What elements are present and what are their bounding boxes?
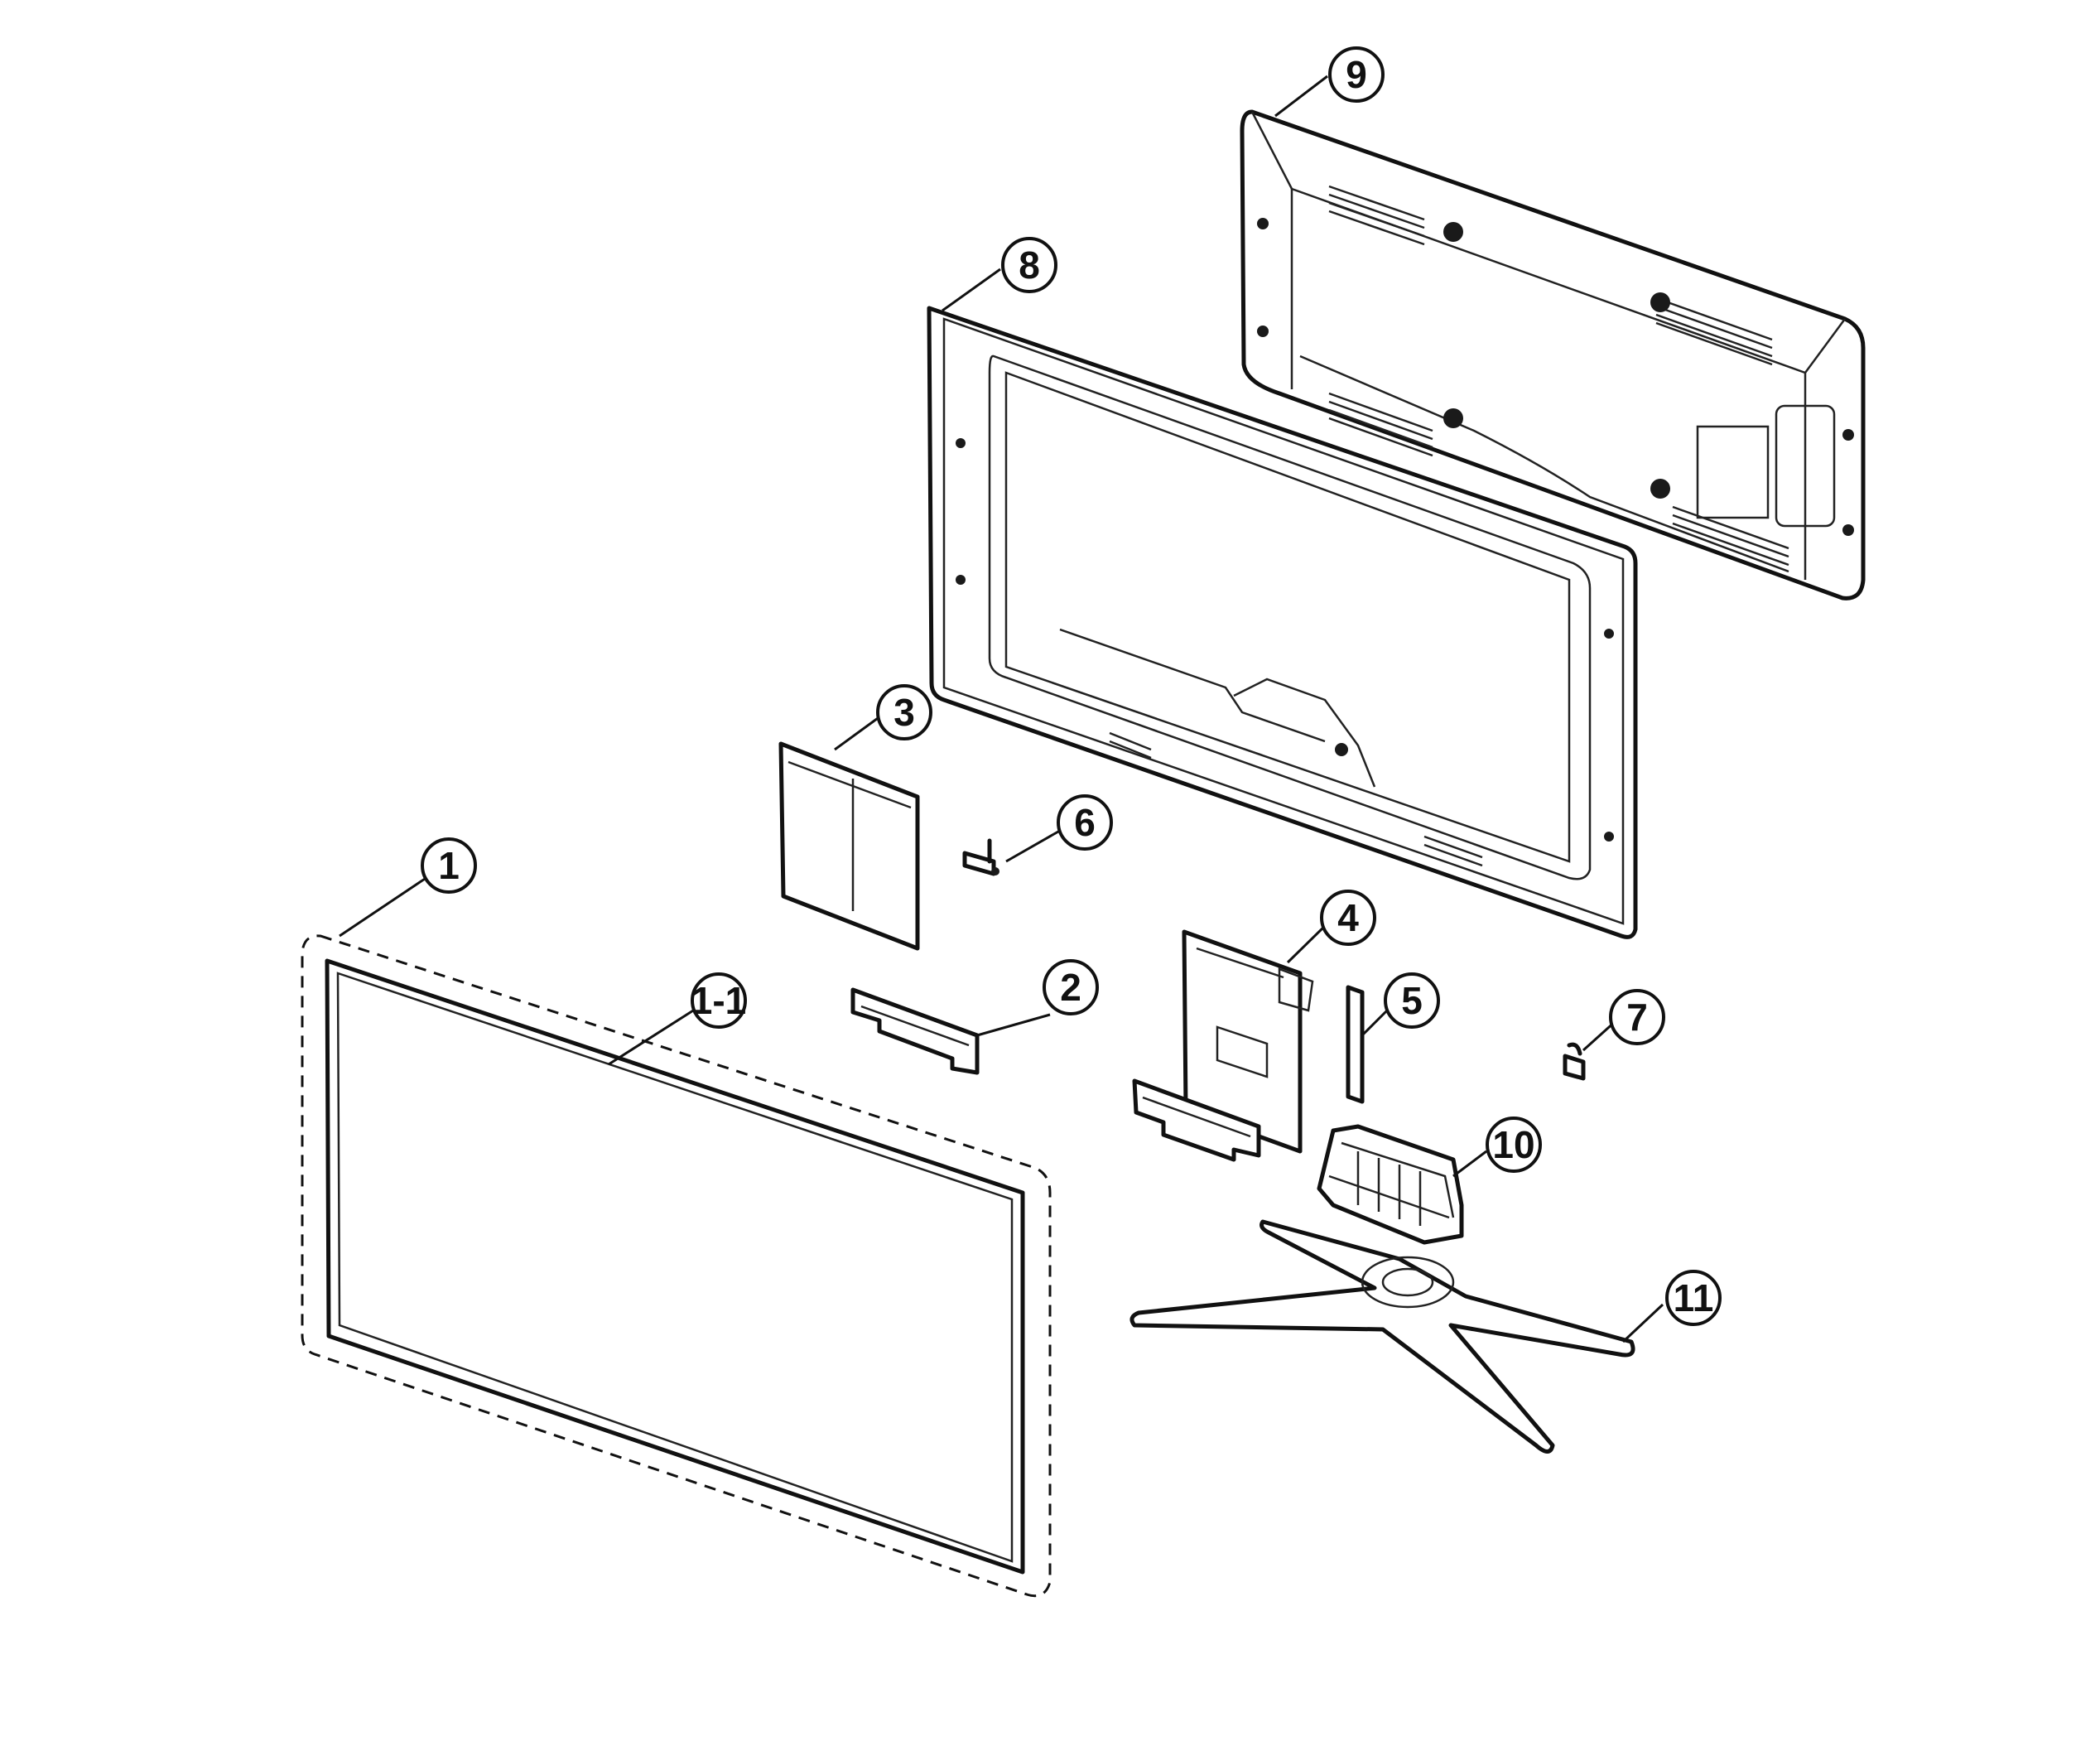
callout-3: 3 xyxy=(876,684,932,740)
part-lcd-panel[interactable] xyxy=(325,958,1025,1575)
callout-1: 1 xyxy=(421,837,477,894)
callout-10: 10 xyxy=(1486,1117,1542,1173)
leader-lines xyxy=(339,75,1664,1343)
callout-9: 9 xyxy=(1328,46,1385,103)
part-frame[interactable] xyxy=(927,306,1638,939)
callout-2: 2 xyxy=(1043,959,1099,1015)
callout-11-label: 11 xyxy=(1674,1276,1714,1319)
callout-5: 5 xyxy=(1384,972,1440,1029)
callout-1-label: 1 xyxy=(438,844,460,887)
part-bracket-2[interactable] xyxy=(850,987,980,1075)
callout-10-label: 10 xyxy=(1492,1123,1534,1166)
callout-8: 8 xyxy=(1001,237,1057,293)
part-board-4[interactable] xyxy=(1182,929,1314,1154)
part-bracket-2b[interactable] xyxy=(1132,1078,1261,1162)
part-clip-7[interactable] xyxy=(1563,1042,1586,1081)
part-rear-cover[interactable] xyxy=(1240,109,1866,600)
callout-4-label: 4 xyxy=(1337,896,1359,939)
callout-7: 7 xyxy=(1609,989,1665,1045)
callout-4: 4 xyxy=(1320,890,1376,946)
callout-6-label: 6 xyxy=(1074,801,1096,844)
callout-3-label: 3 xyxy=(893,691,915,734)
callout-6: 6 xyxy=(1057,794,1113,851)
callout-2-label: 2 xyxy=(1060,966,1081,1009)
callout-7-label: 7 xyxy=(1626,996,1648,1039)
part-stand-base[interactable] xyxy=(1129,1219,1635,1454)
part-sensor-6[interactable] xyxy=(962,838,999,876)
part-board-3[interactable] xyxy=(778,741,920,951)
part-panel-assembly[interactable] xyxy=(301,934,1052,1598)
callout-8-label: 8 xyxy=(1019,244,1040,287)
callout-9-label: 9 xyxy=(1346,53,1367,96)
callout-1-1: 1-1 xyxy=(691,972,747,1029)
callout-11: 11 xyxy=(1665,1270,1722,1326)
callout-1-1-label: 1-1 xyxy=(691,979,746,1022)
part-bar-5[interactable] xyxy=(1346,985,1365,1104)
part-stand-neck[interactable] xyxy=(1317,1124,1464,1245)
callout-5-label: 5 xyxy=(1401,979,1423,1022)
